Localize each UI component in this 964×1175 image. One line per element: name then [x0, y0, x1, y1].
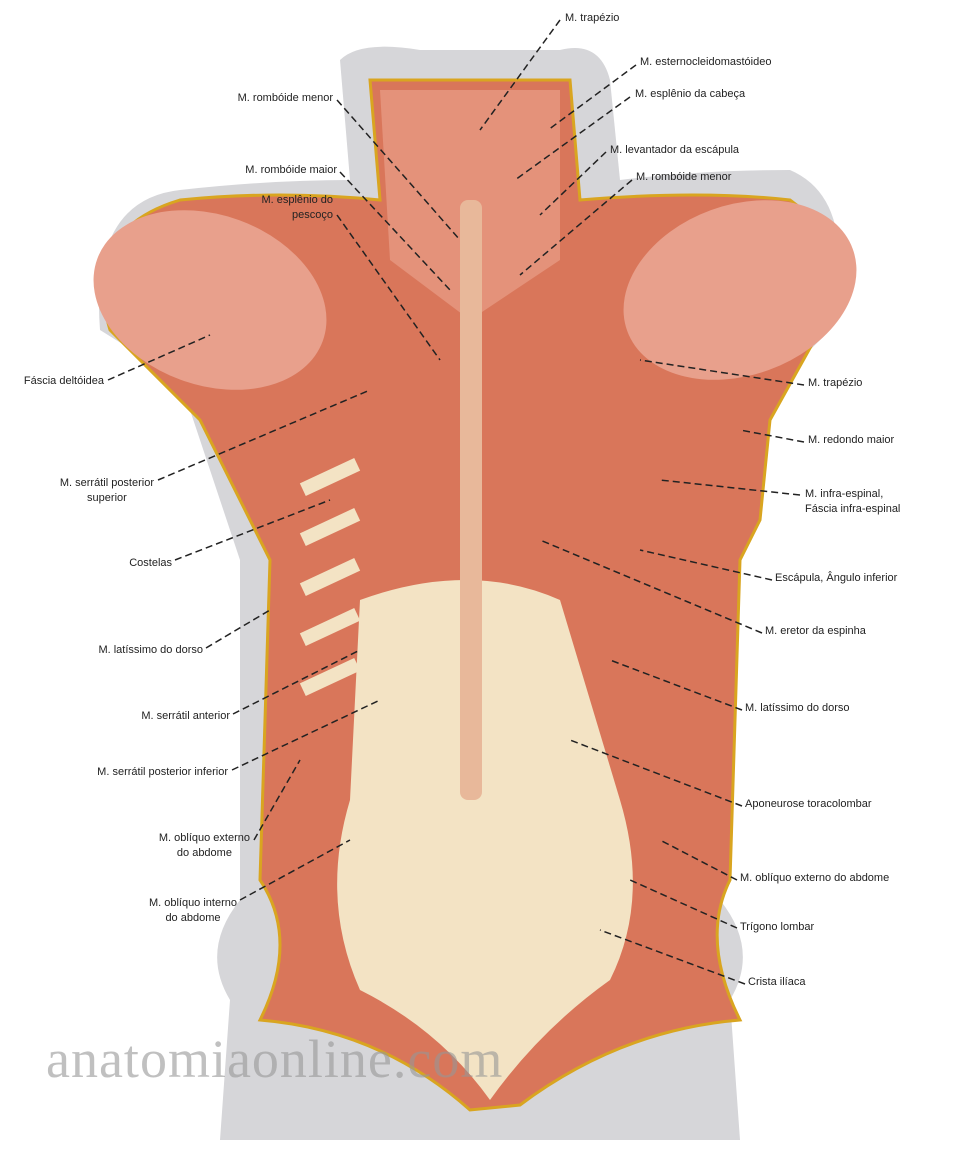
- ribs: [299, 457, 361, 697]
- label-esplenio-pescoco: M. esplênio do pescoço: [261, 194, 333, 221]
- label-levantador-escapula: M. levantador da escápula: [610, 144, 740, 156]
- label-obliquo-externo-right: M. oblíquo externo do abdome: [740, 872, 890, 884]
- label-eretor-espinha: M. eretor da espinha: [765, 625, 866, 637]
- label-romboide-menor-left: M. rombóide menor: [237, 92, 333, 104]
- label-esplenio-cabeca: M. esplênio da cabeça: [635, 88, 746, 100]
- label-latissimo-dorso-right: M. latíssimo do dorso: [745, 702, 850, 714]
- label-crista-iliaca: Crista ilíaca: [748, 976, 806, 988]
- label-obliquo-externo-left: M. oblíquo externo do abdome: [158, 832, 250, 859]
- right-deltoid: [623, 200, 857, 380]
- thoracolumbar-fascia: [337, 580, 633, 1100]
- label-costelas: Costelas: [129, 557, 172, 569]
- leader-lines: [107, 19, 805, 985]
- label-serratil-posterior-superior: M. serrátil posterior superior: [59, 477, 154, 504]
- label-aponeurose-toracolombar: Aponeurose toracolombar: [745, 798, 872, 810]
- label-esternocleidomastoideo: M. esternocleidomastóideo: [640, 56, 772, 68]
- label-fascia-deltoidea: Fáscia deltóidea: [23, 375, 104, 387]
- label-romboide-menor-right: M. rombóide menor: [636, 171, 732, 183]
- label-redondo-maior: M. redondo maior: [808, 434, 895, 446]
- label-romboide-maior: M. rombóide maior: [245, 164, 337, 176]
- label-serratil-posterior-inferior: M. serrátil posterior inferior: [97, 766, 228, 778]
- label-latissimo-dorso-left: M. latíssimo do dorso: [98, 644, 203, 656]
- label-obliquo-interno: M. oblíquo interno do abdome: [148, 897, 237, 924]
- label-trigono-lombar: Trígono lombar: [740, 921, 815, 933]
- label-serratil-anterior: M. serrátil anterior: [141, 710, 230, 722]
- label-trapezio-top: M. trapézio: [565, 12, 620, 24]
- label-escapula-angulo-inferior: Escápula, Ângulo inferior: [775, 572, 898, 584]
- label-infra-espinal: M. infra-espinal, Fáscia infra-espinal: [805, 488, 901, 515]
- label-trapezio-right: M. trapézio: [808, 377, 863, 389]
- watermark: anatomiaonline.com: [46, 1029, 504, 1089]
- left-deltoid: [93, 210, 327, 390]
- spine: [460, 200, 482, 800]
